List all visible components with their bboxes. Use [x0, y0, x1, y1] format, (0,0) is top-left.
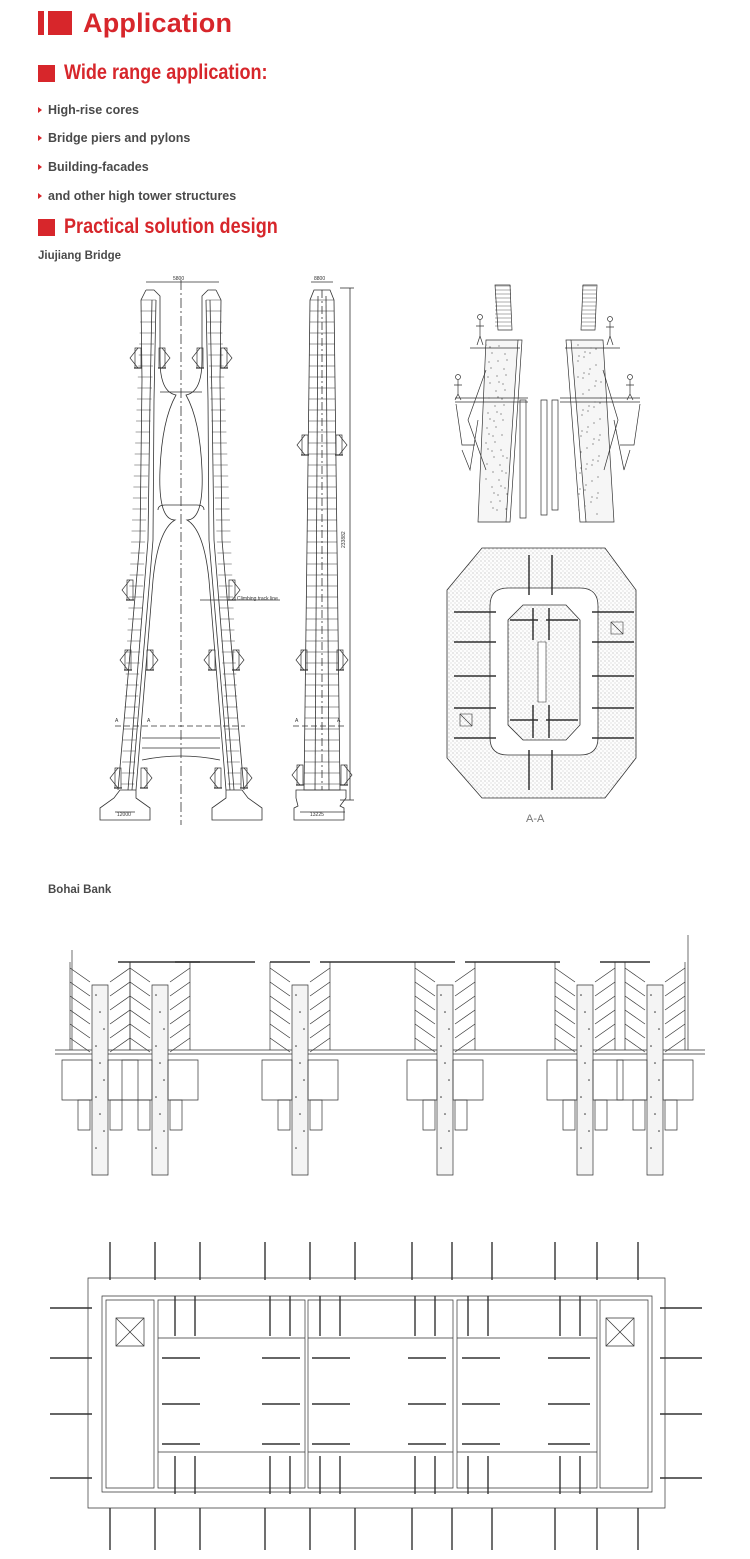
- triangle-bullet-icon: [38, 107, 42, 113]
- bohai-caption: Bohai Bank: [48, 884, 112, 896]
- practical-heading: Practical solution design: [38, 214, 313, 240]
- list-item: and other high tower structures: [38, 189, 236, 203]
- wide-range-title: Wide range application:: [64, 61, 268, 84]
- list-item: Bridge piers and pylons: [38, 131, 190, 145]
- triangle-bullet-icon: [38, 135, 42, 141]
- dim-base-front-label: 12000: [117, 812, 131, 818]
- climbing-track-label: Climbing track line: [237, 596, 278, 602]
- list-item-label: and other high tower structures: [48, 189, 237, 203]
- list-item: Building-facades: [38, 160, 149, 174]
- square-bullet-icon: [38, 218, 55, 236]
- section-marker-left: A: [295, 718, 299, 724]
- jiujiang-caption: Jiujiang Bridge: [38, 250, 122, 262]
- section-heading: Application: [38, 8, 232, 38]
- triangle-bullet-icon: [38, 164, 42, 170]
- section-marker-right: A: [337, 718, 341, 724]
- triangle-bullet-icon: [38, 193, 42, 199]
- square-bullet-icon: [38, 64, 55, 82]
- dim-height-label: 233882: [341, 531, 347, 548]
- dim-top-front-label: 5800: [173, 276, 184, 282]
- practical-title: Practical solution design: [64, 215, 278, 238]
- section-label: A-A: [526, 813, 545, 825]
- wide-range-heading: Wide range application:: [38, 60, 301, 86]
- section-marker-left: A: [115, 718, 119, 724]
- dim-top-side-label: 8800: [314, 276, 325, 282]
- dim-base-side-label: 13225: [310, 812, 324, 818]
- heading-square-icon: [48, 11, 72, 35]
- heading-title: Application: [83, 7, 233, 38]
- list-item-label: Building-facades: [48, 160, 149, 174]
- list-item: High-rise cores: [38, 103, 139, 117]
- section-marker-right: A: [147, 718, 151, 724]
- list-item-label: Bridge piers and pylons: [48, 131, 191, 145]
- heading-bar-icon: [38, 11, 44, 35]
- list-item-label: High-rise cores: [48, 103, 140, 117]
